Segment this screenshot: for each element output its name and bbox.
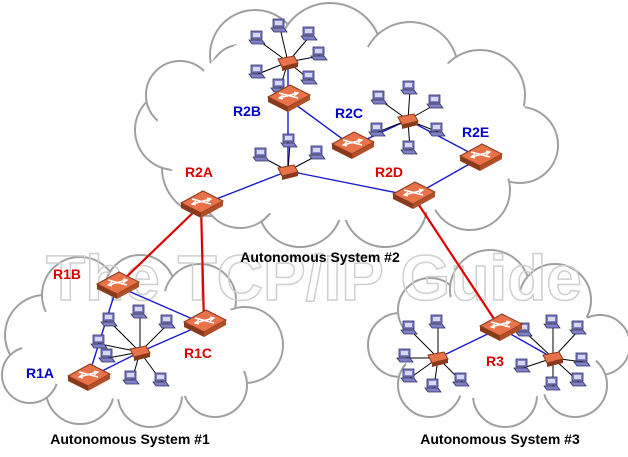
link-r1b-r2a [116, 204, 202, 287]
system-label-as1: Autonomous System #1 [50, 431, 210, 447]
computer-icon [569, 372, 587, 387]
hub-icon [129, 345, 151, 361]
router-label-r2e: R2E [462, 124, 489, 140]
router-label-r2c: R2C [335, 105, 363, 121]
computer-icon [300, 70, 318, 85]
router-label-r1a: R1A [26, 365, 54, 381]
router-icon-r1a [66, 363, 112, 391]
computer-icon [452, 372, 470, 387]
computer-icon [308, 145, 326, 160]
hub-icon [397, 113, 419, 129]
computer-icon [368, 122, 386, 137]
computer-icon [400, 140, 418, 155]
router-icon-r1c [182, 309, 228, 337]
computer-icon [248, 64, 266, 79]
router-icon-r2b [266, 84, 312, 112]
router-label-r2d: R2D [375, 164, 403, 180]
computer-icon [122, 370, 140, 385]
computer-icon [158, 314, 176, 329]
computer-icon [424, 378, 442, 393]
computer-icon [100, 312, 118, 327]
link-r1b-r1c [116, 285, 205, 325]
system-label-as3: Autonomous System #3 [420, 431, 580, 447]
router-label-r1c: R1C [184, 345, 212, 361]
computer-icon [400, 368, 418, 383]
link-r1c-r2a [199, 204, 206, 325]
computer-icon [252, 147, 270, 162]
host-link [109, 321, 141, 353]
router-label-r1b: R1B [53, 266, 81, 282]
router-icon-r2e [458, 143, 504, 171]
computer-icon [370, 90, 388, 105]
computer-icon [513, 358, 531, 373]
router-icon-r2d [391, 181, 437, 209]
computer-icon [248, 30, 266, 45]
computer-icon [310, 46, 328, 61]
router-label-r3: R3 [486, 353, 504, 369]
computer-icon [98, 348, 116, 363]
router-icon-r2a [179, 190, 225, 218]
computer-icon [426, 94, 444, 109]
hosts-layer [90, 18, 591, 393]
hub-icon [277, 164, 299, 180]
router-label-r2a: R2A [185, 164, 213, 180]
watermark-text: The TCP/IP Guide [46, 242, 582, 314]
computer-icon [90, 334, 108, 349]
hub-icon [542, 351, 564, 367]
computer-icon [543, 376, 561, 391]
computer-icon [400, 80, 418, 95]
host-link [409, 329, 439, 359]
host-link [279, 27, 289, 63]
router-label-r2b: R2B [233, 103, 261, 119]
computer-icon [130, 304, 148, 319]
link-hub2mid-r2d [287, 170, 414, 197]
router-icon-r2c [330, 131, 376, 159]
hub-icon [277, 55, 299, 71]
computer-icon [515, 322, 533, 337]
router-icon-r1b [95, 271, 141, 299]
computer-icon [573, 352, 591, 367]
computer-icon [300, 26, 318, 41]
computer-icon [428, 122, 446, 137]
router-icon-r3 [478, 313, 524, 341]
computer-icon [280, 133, 298, 148]
computer-icon [569, 320, 587, 335]
link-r1a-r1b [87, 285, 118, 379]
system-label-as2: Autonomous System #2 [240, 249, 400, 265]
hubs-layer [129, 55, 564, 367]
computer-icon [400, 320, 418, 335]
link-r2d-r3 [412, 195, 501, 329]
hub-icon [427, 351, 449, 367]
computer-icon [152, 372, 170, 387]
computer-icon [396, 348, 414, 363]
computer-icon [270, 18, 288, 33]
routers-layer [66, 84, 524, 391]
link-r2b-r2c [287, 98, 353, 147]
computer-icon [543, 314, 561, 329]
computer-icon [428, 314, 446, 329]
